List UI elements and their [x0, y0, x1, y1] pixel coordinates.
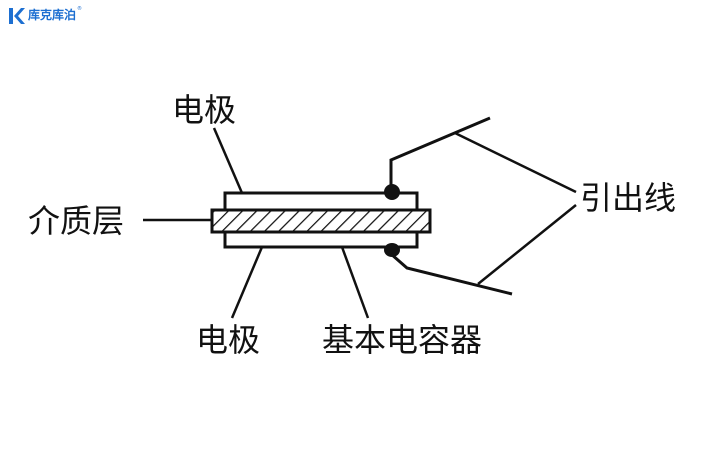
brand-logo: 库克库泊 ® — [6, 6, 82, 28]
leader-line-top-electrode — [212, 127, 244, 194]
logo-registered-mark: ® — [77, 6, 83, 12]
label-lead-wire: 引出线 — [580, 179, 677, 217]
bottom-electrode-plate — [223, 230, 419, 249]
label-base-capacitor: 基本电容器 — [322, 321, 483, 359]
label-dielectric-layer: 介质层 — [28, 202, 125, 240]
top-lead-wire — [389, 116, 491, 188]
label-top-electrode: 电极 — [172, 91, 237, 129]
leader-line-bottom-electrode — [230, 246, 264, 319]
top-solder-joint — [384, 184, 400, 200]
dielectric-layer — [212, 210, 430, 232]
leader-line-lead-wire-top — [454, 131, 577, 194]
logo-text: 库克库泊 — [28, 8, 77, 22]
leader-line-lead-wire-bottom — [477, 204, 577, 285]
label-bottom-electrode: 电极 — [196, 321, 261, 359]
bottom-solder-joint — [384, 243, 400, 257]
bottom-lead-wire — [390, 252, 513, 296]
leader-line-base-capacitor — [340, 246, 370, 319]
logo-k-icon — [7, 7, 25, 25]
